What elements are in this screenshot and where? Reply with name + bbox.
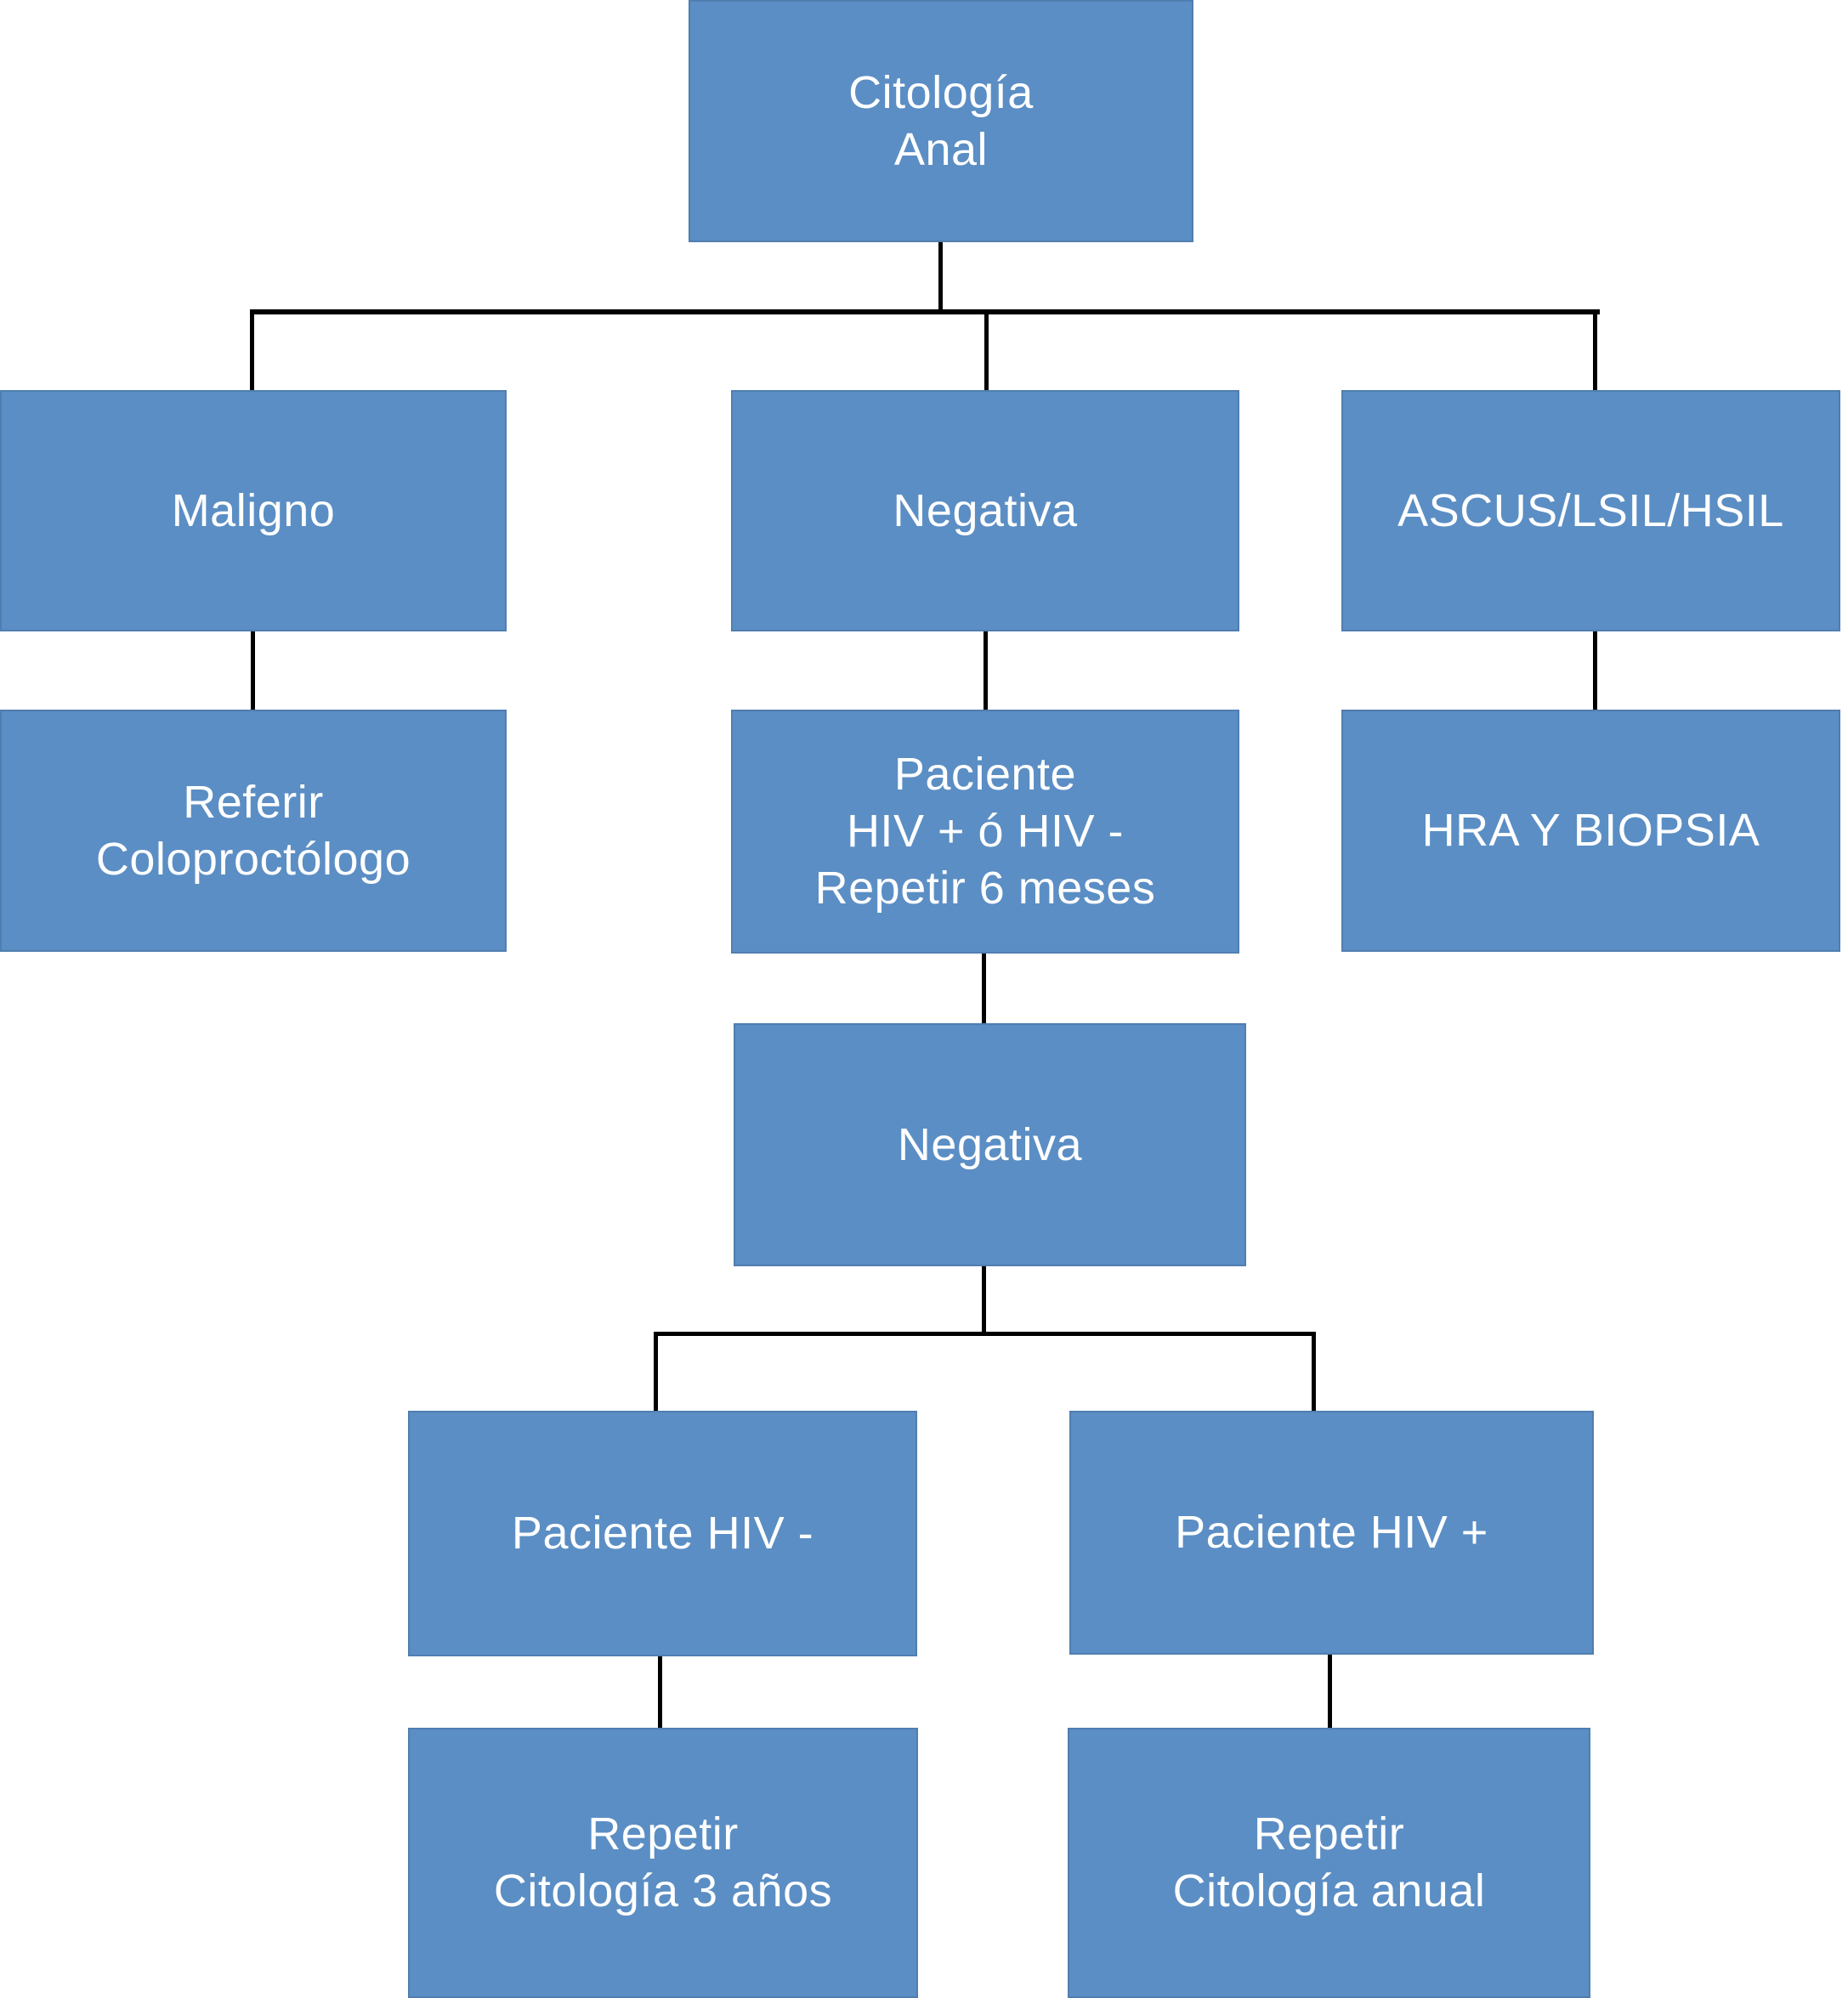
node-maligno: Maligno: [0, 390, 507, 631]
connector-drop-negativa: [984, 313, 989, 390]
node-paciente-hiv-repetir-6-meses-label: Paciente HIV + ó HIV - Repetir 6 meses: [814, 749, 1156, 914]
node-paciente-hiv-repetir-6-meses: Paciente HIV + ó HIV - Repetir 6 meses: [731, 710, 1239, 954]
connector-drop-ascus: [1593, 313, 1597, 390]
connector-negativa-to-paciente: [984, 631, 988, 710]
connector-citologia-to-bar: [938, 242, 943, 314]
connector-maligno-to-referir: [251, 631, 255, 710]
connector-negativa2-to-bar: [982, 1266, 986, 1334]
node-ascus-lsil-hsil: ASCUS/LSIL/HSIL: [1341, 390, 1840, 631]
node-hra-y-biopsia: HRA Y BIOPSIA: [1341, 710, 1840, 952]
connector-drop-maligno: [250, 313, 254, 390]
node-ascus-lsil-hsil-label: ASCUS/LSIL/HSIL: [1397, 484, 1784, 536]
node-paciente-hiv-neg-label: Paciente HIV -: [511, 1508, 814, 1559]
node-repetir-citologia-anual-label: Repetir Citología anual: [1172, 1808, 1486, 1916]
node-maligno-label: Maligno: [171, 484, 336, 536]
connector-hivpos-to-repetiranual: [1328, 1655, 1332, 1728]
node-paciente-hiv-neg: Paciente HIV -: [408, 1411, 917, 1656]
connector-drop-hiv-neg: [654, 1334, 658, 1411]
node-negativa-2: Negativa: [734, 1023, 1246, 1266]
node-negativa-1: Negativa: [731, 390, 1239, 631]
connector-ascus-to-hra: [1593, 631, 1597, 710]
node-referir-coloproctologo: Referir Coloproctólogo: [0, 710, 507, 952]
node-paciente-hiv-pos: Paciente HIV +: [1069, 1411, 1594, 1655]
node-citologia-anal-label: Citología Anal: [848, 66, 1034, 175]
connector-branch-bar-1: [250, 309, 1600, 314]
connector-drop-hiv-pos: [1312, 1334, 1316, 1411]
node-citologia-anal: Citología Anal: [689, 0, 1193, 242]
node-negativa-2-label: Negativa: [897, 1118, 1083, 1170]
node-repetir-citologia-3-anos: Repetir Citología 3 años: [408, 1728, 918, 1998]
connector-paciente-to-negativa2: [982, 954, 986, 1023]
node-negativa-1-label: Negativa: [893, 484, 1078, 536]
node-referir-coloproctologo-label: Referir Coloproctólogo: [95, 776, 411, 885]
node-hra-y-biopsia-label: HRA Y BIOPSIA: [1421, 805, 1760, 857]
connector-hivneg-to-repetir3: [658, 1656, 662, 1728]
connector-branch-bar-2: [654, 1332, 1316, 1336]
node-repetir-citologia-3-anos-label: Repetir Citología 3 años: [493, 1808, 833, 1916]
node-paciente-hiv-pos-label: Paciente HIV +: [1175, 1507, 1488, 1559]
node-repetir-citologia-anual: Repetir Citología anual: [1068, 1728, 1590, 1998]
